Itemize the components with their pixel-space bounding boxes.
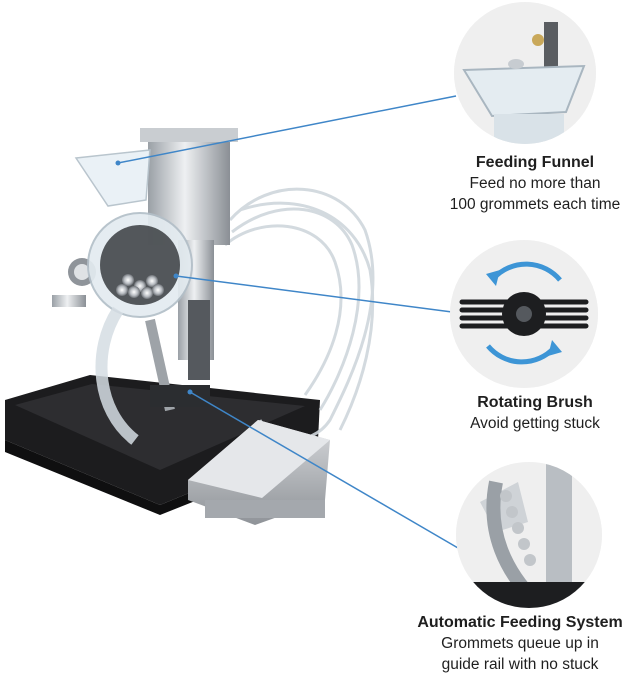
rotate-arrow-bottom xyxy=(548,340,562,356)
feature-line: Avoid getting stuck xyxy=(470,415,600,432)
feature-title: Rotating Brush xyxy=(477,394,593,411)
funnel-detail-image xyxy=(454,2,596,144)
feature-caption-automatic-feeding-system: Automatic Feeding System Grommets queue … xyxy=(400,612,640,675)
feature-line: Grommets queue up in xyxy=(441,635,599,652)
rotate-arrow-top xyxy=(486,270,500,286)
feature-caption-feeding-funnel: Feeding Funnel Feed no more than 100 gro… xyxy=(430,152,640,215)
feature-line: guide rail with no stuck xyxy=(441,656,599,673)
feeding-rail-detail-image xyxy=(456,462,602,608)
feature-line: Feed no more than xyxy=(469,175,601,192)
feature-title: Feeding Funnel xyxy=(475,154,595,171)
brush-detail-image xyxy=(450,240,598,388)
feeding-funnel xyxy=(74,149,151,207)
guide-rail xyxy=(95,306,139,445)
feature-caption-rotating-brush: Rotating Brush Avoid getting stuck xyxy=(430,392,640,434)
grommet-machine-image xyxy=(5,128,375,525)
feature-line: 100 grommets each time xyxy=(449,196,621,213)
feature-title: Automatic Feeding System xyxy=(417,614,623,631)
